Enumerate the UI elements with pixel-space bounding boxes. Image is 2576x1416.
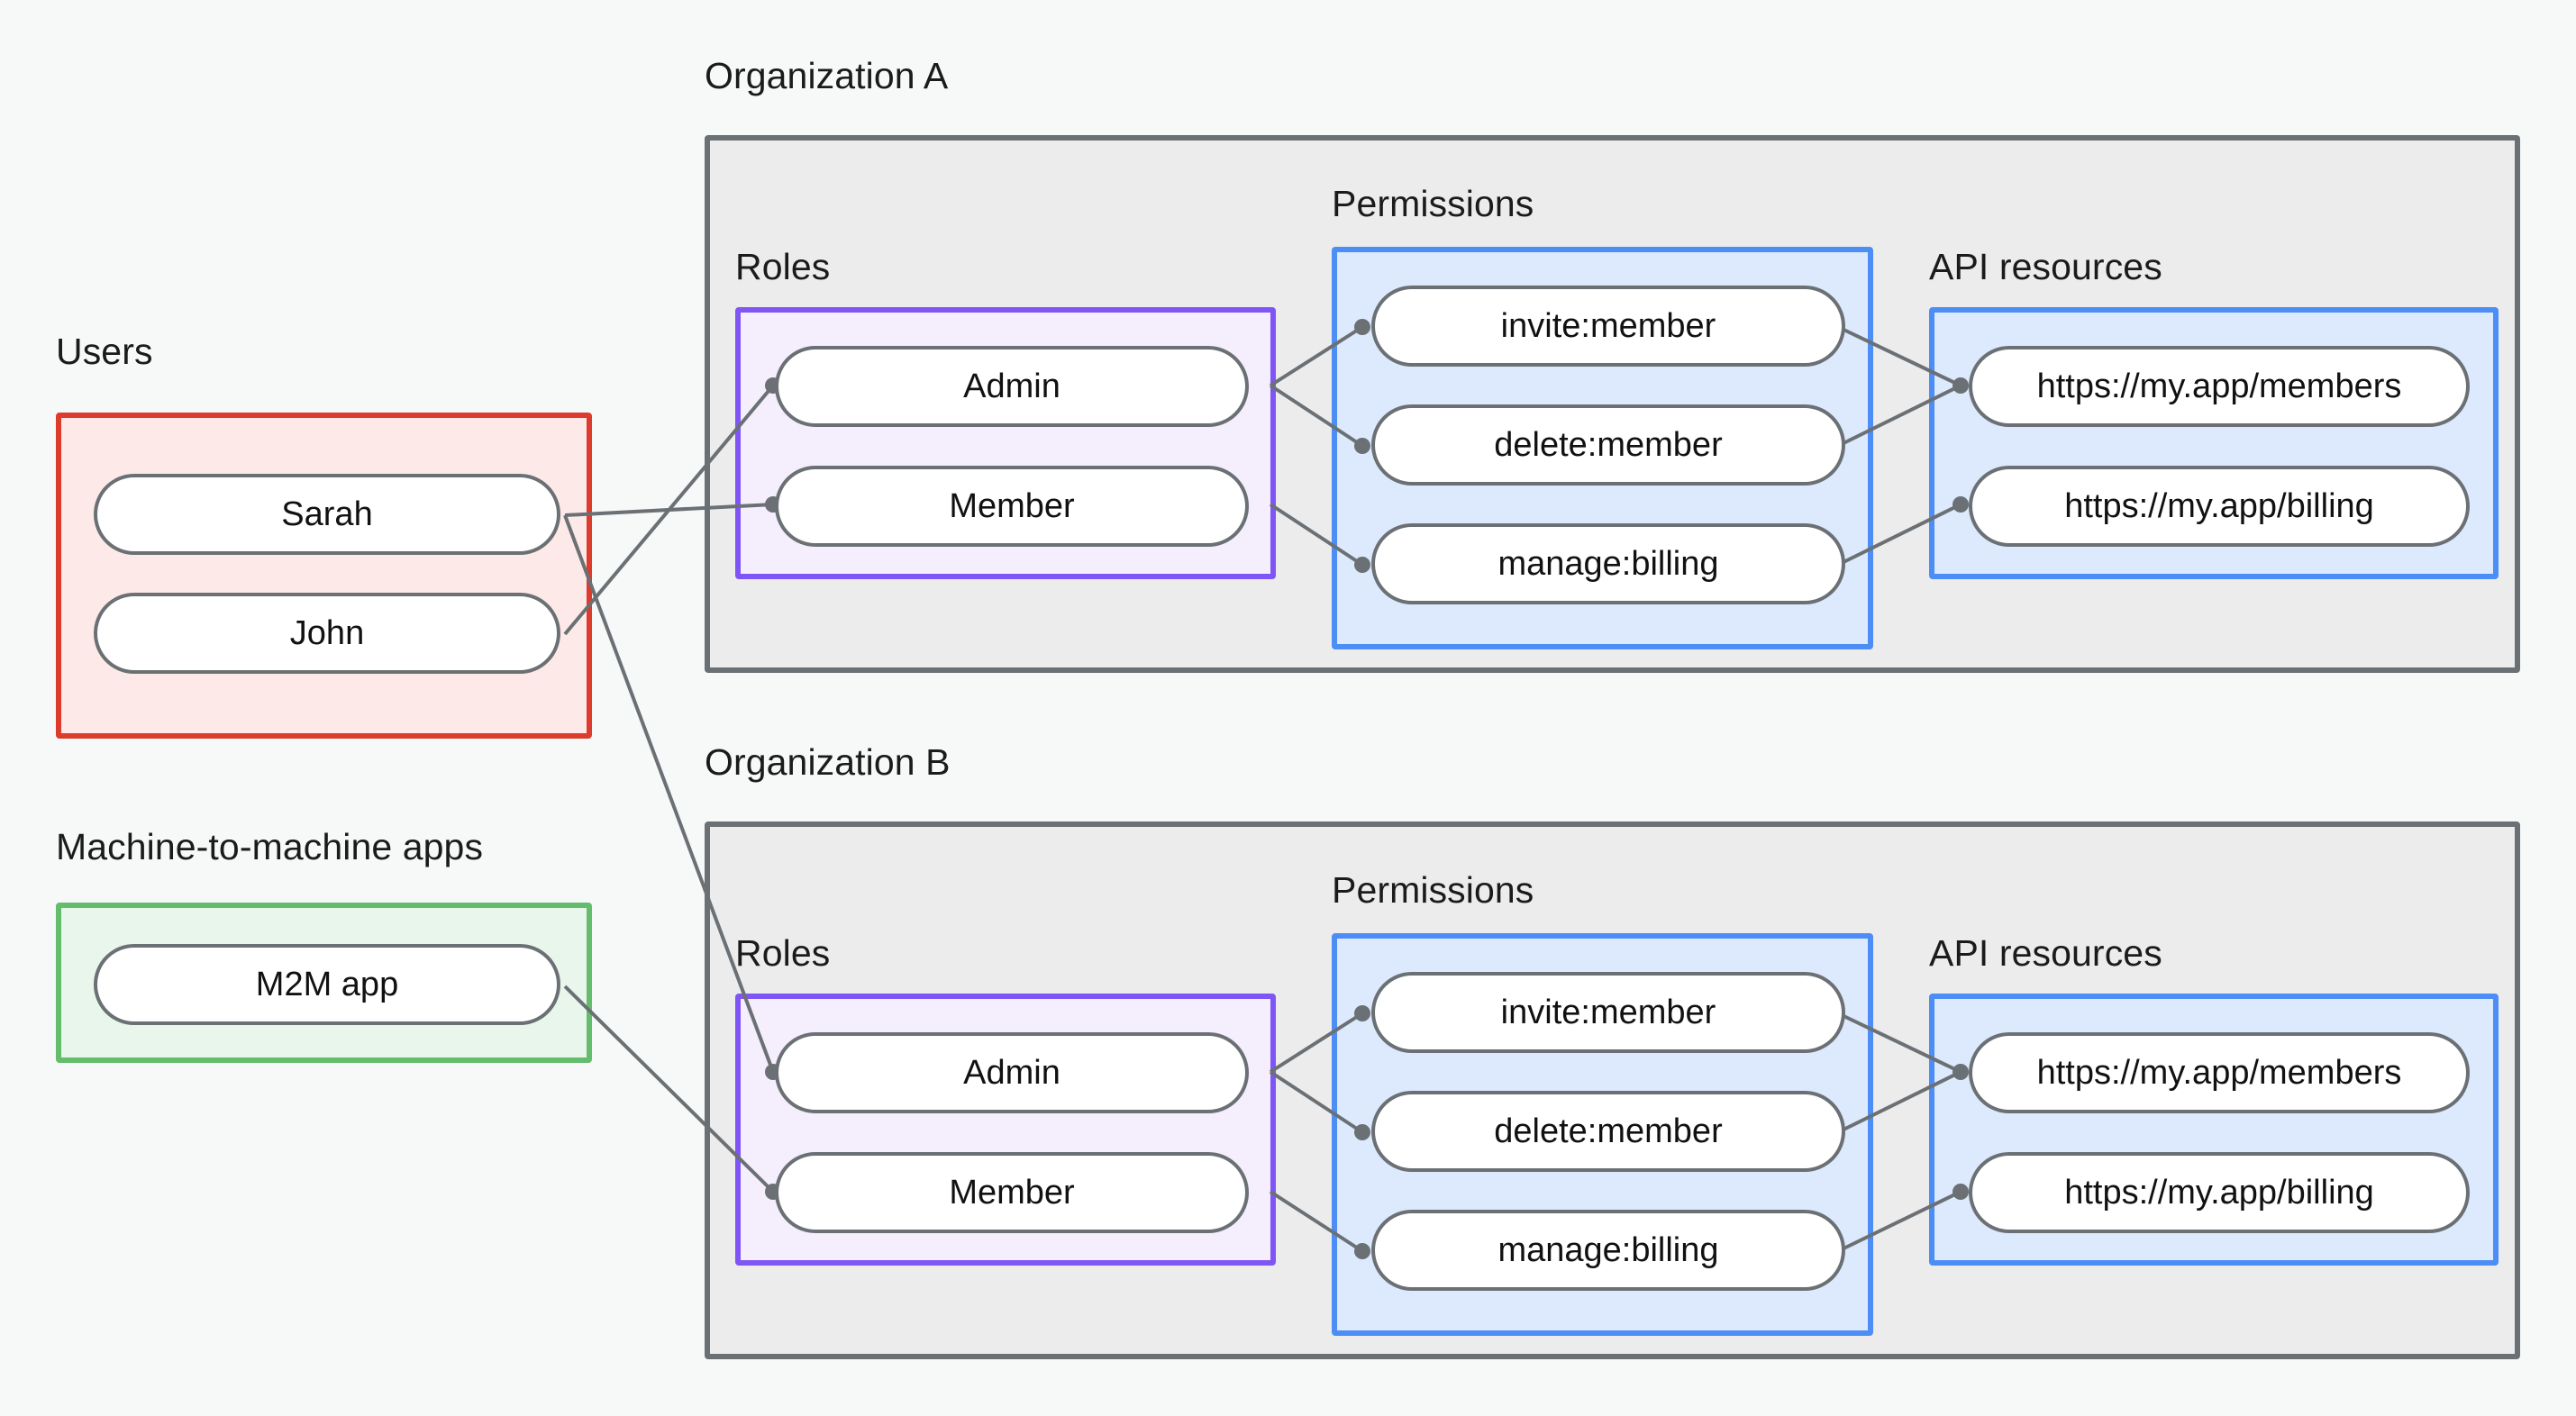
org-b-resource-billing[interactable]: https://my.app/billing bbox=[1969, 1152, 2470, 1233]
org-a-permission-delete-member[interactable]: delete:member bbox=[1371, 404, 1845, 486]
org-a-title: Organization A bbox=[705, 55, 949, 96]
org-b-permission-delete-member[interactable]: delete:member bbox=[1371, 1091, 1845, 1172]
org-b-api-resources-box: https://my.app/members https://my.app/bi… bbox=[1929, 994, 2499, 1266]
org-a-roles-label: Roles bbox=[735, 246, 831, 287]
org-a-resource-billing[interactable]: https://my.app/billing bbox=[1969, 466, 2470, 547]
org-b-permissions-box: invite:member delete:member manage:billi… bbox=[1332, 933, 1873, 1336]
org-b-api-resources-label: API resources bbox=[1929, 932, 2162, 974]
org-b-role-member[interactable]: Member bbox=[775, 1152, 1249, 1233]
org-b-title: Organization B bbox=[705, 741, 951, 783]
org-a-api-resources-box: https://my.app/members https://my.app/bi… bbox=[1929, 307, 2499, 579]
org-a-roles-box: Admin Member bbox=[735, 307, 1276, 579]
org-a-role-member[interactable]: Member bbox=[775, 466, 1249, 547]
m2m-group-label: Machine-to-machine apps bbox=[56, 826, 484, 867]
org-b-roles-label: Roles bbox=[735, 932, 831, 974]
m2m-box: M2M app bbox=[56, 903, 592, 1063]
org-a-permissions-box: invite:member delete:member manage:billi… bbox=[1332, 247, 1873, 649]
org-a-role-admin[interactable]: Admin bbox=[775, 346, 1249, 427]
org-b-container: Roles Admin Member Permissions invite:me… bbox=[705, 821, 2520, 1359]
org-b-resource-members[interactable]: https://my.app/members bbox=[1969, 1032, 2470, 1113]
m2m-node-app[interactable]: M2M app bbox=[94, 944, 560, 1025]
org-b-permission-invite-member[interactable]: invite:member bbox=[1371, 972, 1845, 1053]
org-b-permission-manage-billing[interactable]: manage:billing bbox=[1371, 1210, 1845, 1291]
users-box: Sarah John bbox=[56, 413, 592, 739]
org-b-permissions-label: Permissions bbox=[1332, 869, 1534, 911]
org-a-container: Roles Admin Member Permissions invite:me… bbox=[705, 135, 2520, 673]
user-node-john[interactable]: John bbox=[94, 593, 560, 674]
org-a-permissions-label: Permissions bbox=[1332, 183, 1534, 224]
users-group-label: Users bbox=[56, 331, 153, 372]
org-a-api-resources-label: API resources bbox=[1929, 246, 2162, 287]
org-a-resource-members[interactable]: https://my.app/members bbox=[1969, 346, 2470, 427]
org-a-permission-manage-billing[interactable]: manage:billing bbox=[1371, 523, 1845, 604]
org-b-roles-box: Admin Member bbox=[735, 994, 1276, 1266]
org-a-permission-invite-member[interactable]: invite:member bbox=[1371, 286, 1845, 367]
user-node-sarah[interactable]: Sarah bbox=[94, 474, 560, 555]
org-b-role-admin[interactable]: Admin bbox=[775, 1032, 1249, 1113]
